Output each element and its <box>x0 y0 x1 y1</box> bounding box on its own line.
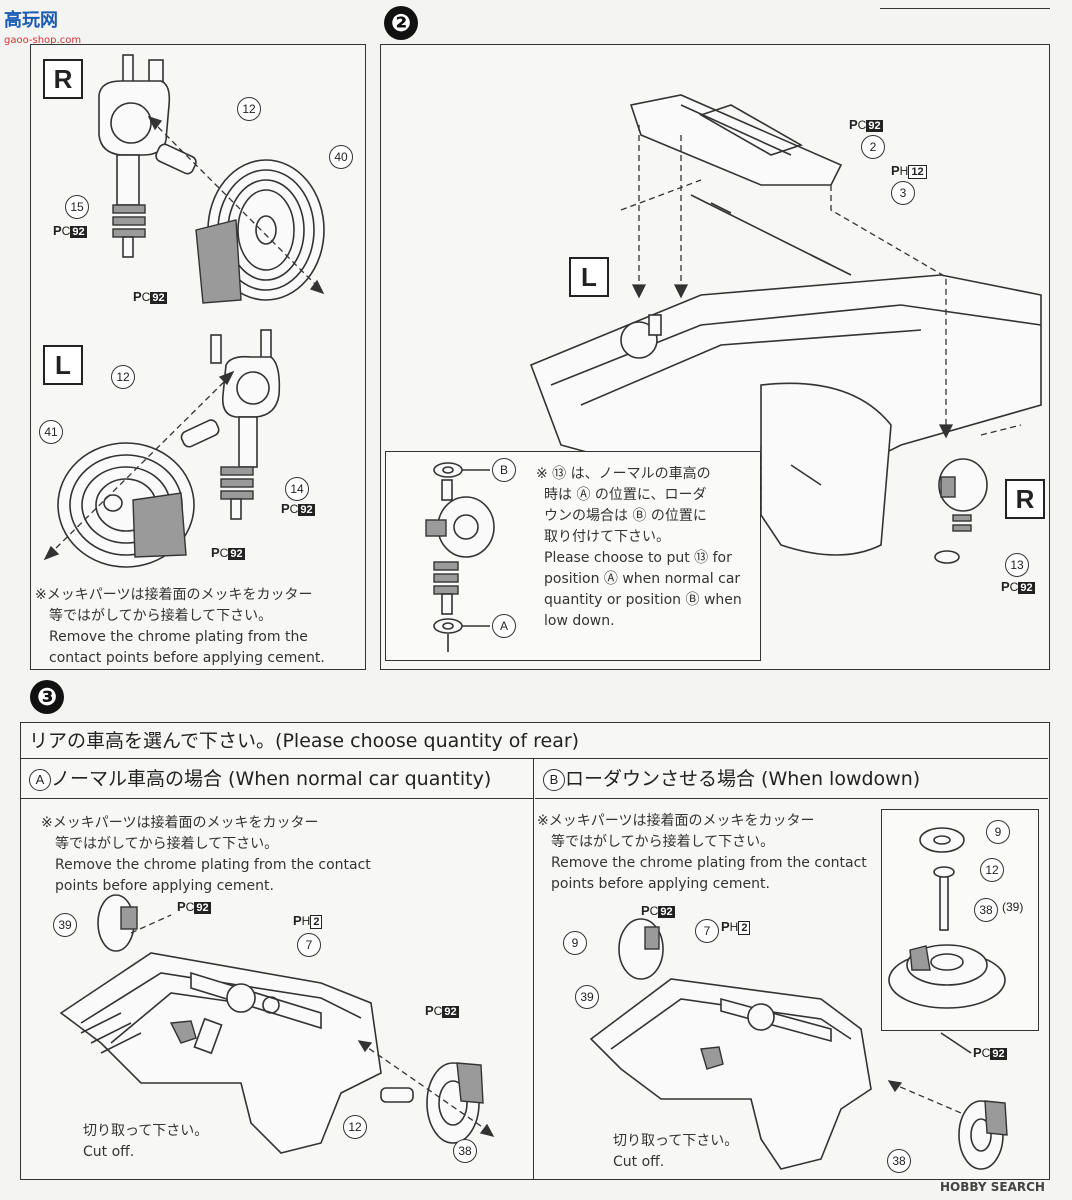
col-a-cut-note: 切り取って下さい。 Cut off. <box>83 1121 208 1163</box>
inset-position-a: A <box>492 614 516 638</box>
inset-position-b: B <box>492 458 516 482</box>
col-b-cut-en: Cut off. <box>613 1154 665 1170</box>
right-side-label: R <box>43 59 83 99</box>
detail-part-9: 9 <box>986 820 1010 844</box>
col-a-letter: A <box>29 769 51 791</box>
panel-step-3: リアの車高を選んで下さい。(Please choose quantity of … <box>20 722 1050 1180</box>
chrome-note-en-2: contact points before applying cement. <box>49 650 325 666</box>
col-a-part-7: 7 <box>297 933 321 957</box>
col-a-cut-en: Cut off. <box>83 1144 135 1160</box>
left-hub-drawing <box>43 329 281 568</box>
ride-height-inset: B A ※ ⑬ は、ノーマルの車高の 時は Ⓐ の位置に、ローダ ウンの場合は … <box>385 451 761 661</box>
right-hub-drawing <box>98 54 325 304</box>
inset-jp-3: ウンの場合は Ⓑ の位置に <box>544 508 707 524</box>
part-12-right: 12 <box>237 97 261 121</box>
inset-en-3: quantity or position Ⓑ when <box>544 592 742 608</box>
part-12-left: 12 <box>111 365 135 389</box>
col-a-axle-drawing <box>59 894 495 1154</box>
chrome-note-front: ※メッキパーツは接着面のメッキをカッター 等ではがしてから接着して下さい。 Re… <box>35 585 325 669</box>
rear-height-header: リアの車高を選んで下さい。(Please choose quantity of … <box>21 723 1048 759</box>
step2-right-side-label: R <box>1005 479 1045 519</box>
chrome-note-en-1: Remove the chrome plating from the <box>49 629 308 645</box>
detail-spacer-drawing <box>888 827 1006 1009</box>
detail-part-39-alt: (39) <box>1002 900 1024 914</box>
inset-strut-drawing <box>425 462 495 652</box>
col-b-part-9: 9 <box>563 931 587 955</box>
left-side-label: L <box>43 345 83 385</box>
col-b-axle-drawing <box>589 918 872 1170</box>
step-3-badge: ❸ <box>30 680 64 714</box>
part-13: 13 <box>1005 553 1029 577</box>
part-3: 3 <box>891 181 915 205</box>
chrome-note-jp-2: 等ではがしてから接着して下さい。 <box>49 608 273 624</box>
col-a-note-en-1: Remove the chrome plating from the conta… <box>55 857 371 873</box>
top-rule <box>880 8 1050 9</box>
inset-instructions: ※ ⑬ は、ノーマルの車高の 時は Ⓐ の位置に、ローダ ウンの場合は Ⓑ の位… <box>536 464 742 632</box>
chrome-note-jp-1: ※メッキパーツは接着面のメッキをカッター <box>35 587 313 603</box>
col-a-part-39: 39 <box>53 913 77 937</box>
col-b-cut-jp: 切り取って下さい。 <box>613 1133 739 1149</box>
col-b-cut-note: 切り取って下さい。 Cut off. <box>613 1131 738 1173</box>
detail-part-38: 38 <box>974 898 998 922</box>
col-b-note-en-2: points before applying cement. <box>551 876 770 892</box>
part-2: 2 <box>861 135 885 159</box>
step2-left-side-label: L <box>569 257 609 297</box>
col-a-chrome-note: ※メッキパーツは接着面のメッキをカッター 等ではがしてから接着して下さい。 Re… <box>41 813 371 897</box>
step-2-badge: ❷ <box>384 6 418 40</box>
watermark-logo-text: 高玩网 <box>4 10 58 31</box>
part-40: 40 <box>329 145 353 169</box>
watermark-logo: 高玩网 gaoo-shop.com <box>4 6 81 47</box>
panel-front-hubs: R L <box>30 44 366 670</box>
hobby-search-text: HOBBY SEARCH <box>940 1180 1045 1194</box>
col-b-part-39: 39 <box>575 985 599 1009</box>
col-b-title: ローダウンさせる場合 (When lowdown) <box>565 768 921 790</box>
inset-jp-4: 取り付けて下さい。 <box>544 529 670 545</box>
col-a-note-jp-1: ※メッキパーツは接着面のメッキをカッター <box>41 815 319 831</box>
part-14: 14 <box>285 477 309 501</box>
col-a-cut-jp: 切り取って下さい。 <box>83 1123 209 1139</box>
col-b-part-7: 7 <box>695 919 719 943</box>
part-41: 41 <box>39 420 63 444</box>
col-b-note-jp-1: ※メッキパーツは接着面のメッキをカッター <box>537 813 815 829</box>
col-a-note-en-2: points before applying cement. <box>55 878 274 894</box>
column-divider <box>533 759 534 1179</box>
inset-en-2: position Ⓐ when normal car <box>544 571 741 587</box>
col-b-chrome-note: ※メッキパーツは接着面のメッキをカッター 等ではがしてから接着して下さい。 Re… <box>537 811 867 895</box>
col-a-note-jp-2: 等ではがしてから接着して下さい。 <box>55 836 279 852</box>
inset-en-4: low down. <box>544 613 615 629</box>
col-b-letter: B <box>543 769 565 791</box>
detail-part-12: 12 <box>980 858 1004 882</box>
hobby-search-watermark: HOBBY SEARCH <box>940 1180 1045 1194</box>
col-b-note-en-1: Remove the chrome plating from the conta… <box>551 855 867 871</box>
col-a-title: ノーマル車高の場合 (When normal car quantity) <box>51 768 492 790</box>
inset-jp-1: ※ ⑬ は、ノーマルの車高の <box>536 466 711 482</box>
col-a-part-38: 38 <box>453 1139 477 1163</box>
inset-jp-2: 時は Ⓐ の位置に、ローダ <box>544 487 707 503</box>
watermark-url: gaoo-shop.com <box>4 35 82 46</box>
part-15: 15 <box>65 195 89 219</box>
inset-en-1: Please choose to put ⑬ for <box>544 550 732 566</box>
col-b-wheel-drawing <box>887 1032 1008 1170</box>
col-b-detail-inset: 9 12 38 (39) <box>881 809 1039 1031</box>
col-a-part-12: 12 <box>343 1115 367 1139</box>
col-b-part-38: 38 <box>887 1149 911 1173</box>
col-b-note-jp-2: 等ではがしてから接着して下さい。 <box>551 834 775 850</box>
